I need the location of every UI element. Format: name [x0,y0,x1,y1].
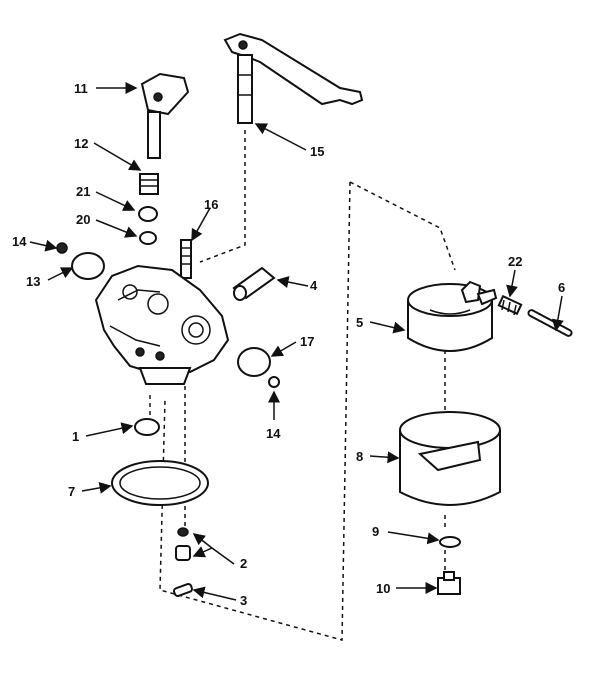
spring-part [139,173,159,195]
callout-10: 10 [376,581,390,596]
hinge-pin-part [527,309,573,337]
callout-1: 1 [72,429,79,444]
float-bowl-part [399,411,501,506]
float-spring-part [497,294,523,316]
o-ring-part [111,460,209,506]
choke-shaft-part [147,111,161,159]
callout-5: 5 [356,315,363,330]
pin-part [173,583,193,597]
callout-4: 4 [310,278,318,293]
choke-lever-part [140,72,190,116]
callout-12: 12 [74,136,88,151]
plug-part [134,418,160,436]
callout-6: 6 [558,280,565,295]
callout-3: 3 [240,593,247,608]
callout-14-left: 14 [12,234,27,249]
callout-15: 15 [310,144,324,159]
gasket-part-left [71,252,105,280]
callout-13: 13 [26,274,40,289]
callout-labels: 11 12 21 20 14 13 16 4 17 14 15 1 7 2 3 … [12,81,565,608]
callout-7: 7 [68,484,75,499]
callout-21: 21 [76,184,90,199]
throttle-shaft-lever-part [223,32,364,124]
washer-part [439,536,461,548]
dashed-alignment-lines [149,130,456,641]
leader-arrows [29,82,564,601]
callout-22: 22 [508,254,522,269]
needle-part [175,527,191,561]
screw-part-right [268,376,280,388]
callout-2: 2 [240,556,247,571]
callout-8: 8 [356,449,363,464]
callout-16: 16 [204,197,218,212]
float-part [407,280,498,352]
callout-14-right: 14 [266,426,281,441]
carburetor-body-part [94,264,230,385]
idle-screw-part [180,239,192,279]
callout-11: 11 [74,81,88,96]
gasket-part-right [237,347,271,377]
seal-part [138,206,158,245]
bowl-nut-part [437,571,461,595]
callout-20: 20 [76,212,90,227]
screw-part-left [56,242,68,254]
callout-17: 17 [300,334,314,349]
callout-9: 9 [372,524,379,539]
fuel-inlet-part [232,266,276,301]
